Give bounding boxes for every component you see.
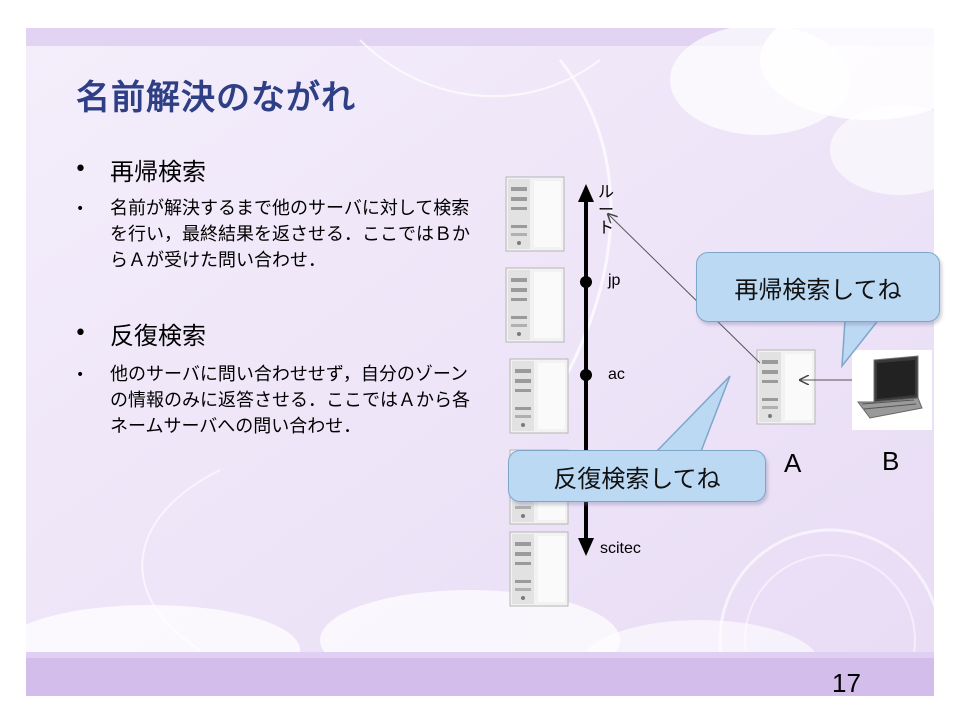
slide-title: 名前解決のながれ — [76, 78, 356, 118]
axis-down-arrow-icon — [578, 538, 594, 556]
bullet-dot: • — [74, 157, 87, 182]
slide-number: 17 — [832, 668, 861, 698]
bullet-heading: 再帰検索 — [110, 158, 206, 186]
label-b: B — [882, 446, 900, 476]
label-scitec: scitec — [600, 540, 641, 557]
server-jp-icon — [505, 267, 565, 343]
callout-iterative: 反復検索してね — [508, 450, 766, 502]
bullet-iterative-search: • 反復検索 — [74, 316, 206, 351]
bullet-dot: • — [74, 321, 87, 346]
laptop-b-icon — [852, 350, 932, 430]
label-ac: ac — [608, 366, 625, 383]
bullet-detail-text: 他のサーバに問い合わせせず，自分のゾーンの情報のみに返答させる．ここではＡから各… — [110, 364, 470, 437]
label-jp: jp — [608, 272, 621, 289]
node-jp-dot — [580, 276, 592, 288]
label-a: A — [784, 448, 802, 478]
callout-iterative-tail — [654, 375, 731, 455]
bullet-recursive-search: • 再帰検索 — [74, 152, 206, 187]
callout-iterative-text: 反復検索してね — [553, 464, 721, 493]
node-ac-dot — [580, 369, 592, 381]
query-arrow-a-to-root — [608, 214, 761, 364]
label-root: ルート — [598, 184, 615, 237]
bullet-recursive-detail: • 名前が解決するまで他のサーバに対して検索を行い，最終結果を返させる．ここでは… — [76, 196, 471, 306]
server-a-icon — [756, 349, 816, 425]
bullet-iterative-detail: • 他のサーバに問い合わせせず，自分のゾーンの情報のみに返答させる．ここではＡか… — [76, 362, 471, 472]
sub-bullet-dot: • — [76, 367, 85, 383]
axis-up-arrow-icon — [578, 184, 594, 202]
bullet-detail-text: 名前が解決するまで他のサーバに対して検索を行い，最終結果を返させる．ここではＢか… — [110, 198, 470, 271]
server-root-icon — [505, 176, 565, 252]
server-ac-icon — [509, 358, 569, 434]
sub-bullet-dot: • — [76, 201, 85, 217]
callout-recursive-text: 再帰検索してね — [734, 275, 902, 304]
server-scitec-icon — [509, 531, 569, 607]
bullet-heading: 反復検索 — [110, 322, 206, 350]
callout-recursive: 再帰検索してね — [696, 252, 940, 322]
